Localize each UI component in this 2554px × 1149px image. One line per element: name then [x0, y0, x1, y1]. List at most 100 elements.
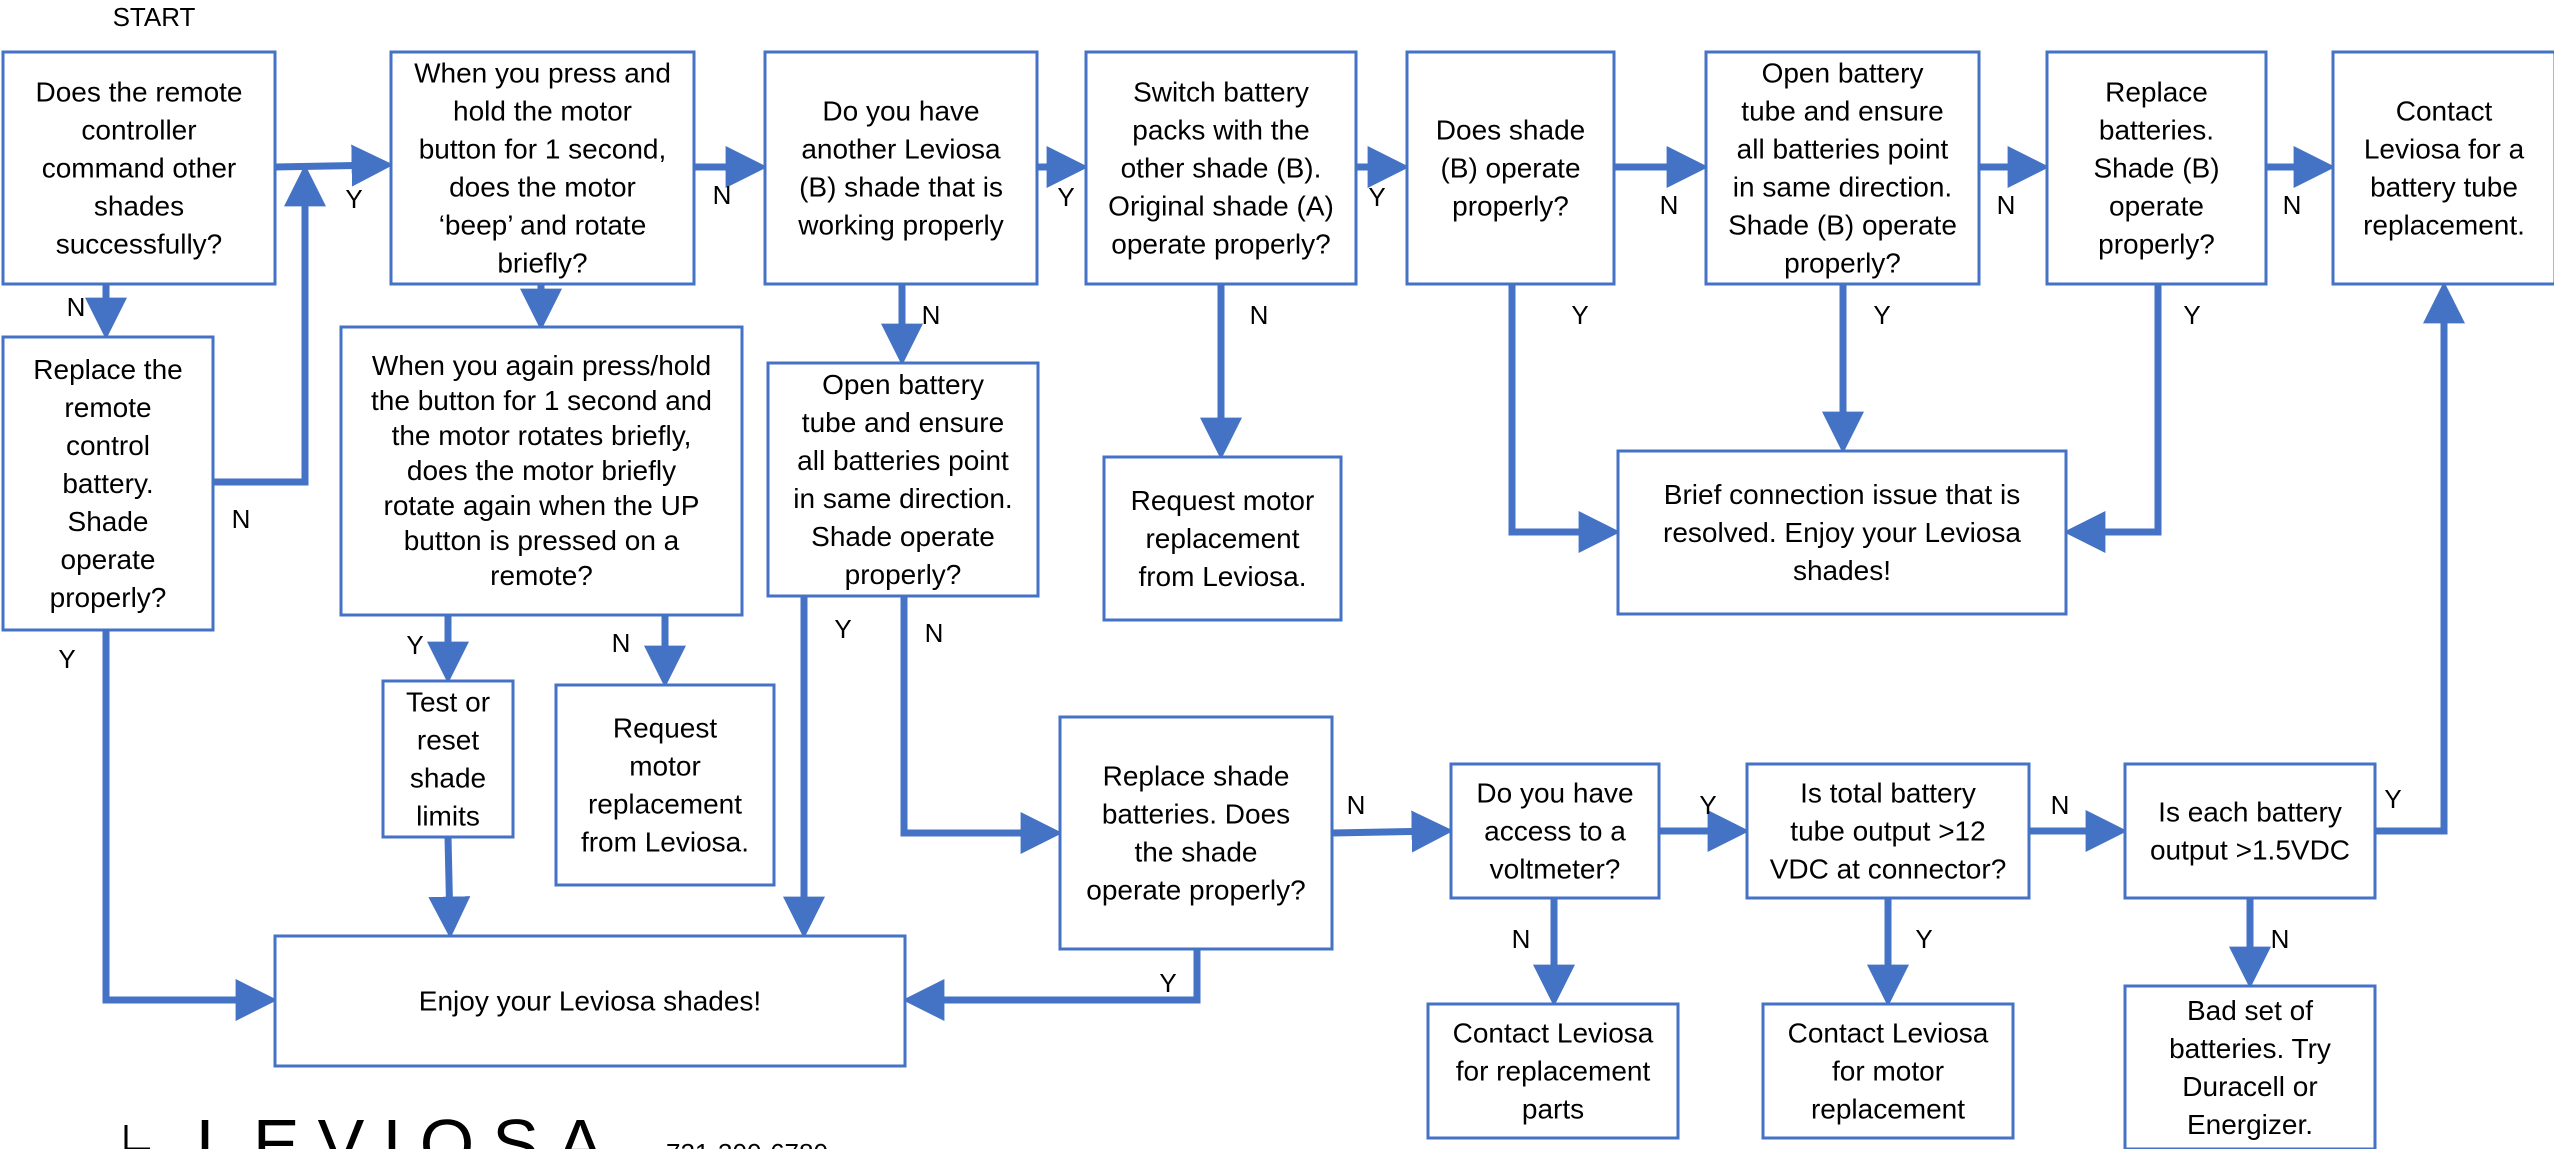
node-text-line: Brief connection issue that is: [1664, 479, 2020, 510]
node-text-line: all batteries point: [1737, 134, 1949, 165]
edge-label-no: N: [1660, 190, 1679, 220]
node-text-line: Replace: [2105, 77, 2208, 108]
node-text-line: Is total battery: [1800, 778, 1976, 809]
edge-label-no: N: [232, 504, 251, 534]
node-box: [1449, 762, 1661, 900]
node-text-line: battery tube: [2370, 172, 2518, 203]
node-box: [1058, 715, 1334, 951]
node-text-line: the button for 1 second and: [371, 385, 712, 416]
node-text-line: button for 1 second,: [419, 134, 667, 165]
edge-label-no: N: [713, 180, 732, 210]
node-box: [2123, 762, 2377, 900]
node-text-line: Open battery: [822, 369, 984, 400]
node-text-line: in same direction.: [1733, 172, 1952, 203]
node-text-line: access to a: [1484, 816, 1626, 847]
node-text-line: shade: [410, 763, 486, 794]
node-text-line: Test or: [406, 687, 490, 718]
node-text-line: Do you have: [822, 96, 979, 127]
node-box: [1084, 50, 1358, 286]
connector-arrow: [902, 949, 1201, 1021]
node-text-line: When you again press/hold: [372, 350, 711, 381]
node-text-line: tube and ensure: [802, 407, 1004, 438]
node-text-line: properly?: [1452, 191, 1569, 222]
node-brief-conn: Brief connection issue that is resolved. …: [1616, 449, 2068, 616]
node-text-line: Enjoy your Leviosa shades!: [419, 986, 761, 1017]
node-text-line: batteries.: [2099, 115, 2214, 146]
edge-label-yes: Y: [1699, 790, 1716, 820]
node-text-line: Leviosa for a: [2364, 134, 2525, 165]
node-text-line: Energizer.: [2187, 1109, 2313, 1140]
node-box: [2123, 984, 2377, 1149]
node-text-line: resolved. Enjoy your Leviosa: [1663, 517, 2021, 548]
node-text-line: operate: [61, 544, 156, 575]
node-text-line: VDC at connector?: [1770, 854, 2007, 885]
node-text-line: hold the motor: [453, 96, 632, 127]
edge-label-yes: Y: [58, 644, 75, 674]
node-text-line: ‘beep’ and rotate: [439, 210, 647, 241]
edge-label-no: N: [925, 618, 944, 648]
leviosa-logo: LEVIOSA 721-300-6780: [124, 1105, 828, 1149]
node-text-line: controller: [81, 115, 196, 146]
node-box: [1761, 1002, 2015, 1140]
node-box: [1102, 455, 1343, 622]
node-text-line: shades: [94, 191, 184, 222]
node-text-line: properly?: [845, 559, 962, 590]
node-text-line: properly?: [50, 582, 167, 613]
node-req-motor-1: Request motor replacement from Leviosa.: [554, 683, 776, 887]
node-text-line: operate: [2109, 191, 2204, 222]
node-box: [763, 50, 1039, 286]
node-text-line: Shade (B): [2093, 153, 2219, 184]
connector-arrow: [2375, 281, 2465, 835]
node-text-line: from Leviosa.: [1138, 561, 1306, 592]
node-text-line: control: [66, 430, 150, 461]
node-text-line: Shade: [68, 506, 149, 537]
node-text-line: Switch battery: [1133, 77, 1309, 108]
node-box: [381, 679, 515, 839]
node-text-line: Request: [613, 713, 718, 744]
node-text-line: Shade (B) operate: [1728, 210, 1957, 241]
node-text-line: the motor rotates briefly,: [392, 420, 692, 451]
node-text-line: Is each battery: [2158, 797, 2342, 828]
node-text-line: for replacement: [1456, 1056, 1651, 1087]
node-again-press: When you again press/hold the button for …: [339, 325, 744, 617]
node-text-line: remote?: [490, 560, 593, 591]
node-text-line: (B) operate: [1440, 153, 1580, 184]
node-box: [2331, 50, 2554, 286]
edge-label-yes: Y: [2384, 784, 2401, 814]
node-text-line: Duracell or: [2182, 1071, 2317, 1102]
node-text-line: tube output >12: [1790, 816, 1985, 847]
node-text-line: does the motor: [449, 172, 636, 203]
node-text-line: limits: [416, 801, 480, 832]
node-text-line: motor: [629, 751, 701, 782]
edge-label-no: N: [2271, 924, 2290, 954]
node-text-line: all batteries point: [797, 445, 1009, 476]
node-text-line: reset: [417, 725, 479, 756]
node-box: [339, 325, 744, 617]
edge-label-yes: Y: [1873, 300, 1890, 330]
edge-label-no: N: [2051, 790, 2070, 820]
node-text-line: replacement: [588, 789, 742, 820]
edge-label-yes: Y: [345, 184, 362, 214]
edge-label-yes: Y: [1915, 924, 1932, 954]
edge-label-no: N: [1512, 924, 1531, 954]
node-text-line: replacement: [1145, 523, 1299, 554]
node-text-line: parts: [1522, 1094, 1584, 1125]
node-open-tube-1: Open battery tube and ensure all batteries…: [766, 361, 1040, 598]
node-box: [389, 50, 696, 286]
node-text-line: for motor: [1832, 1056, 1944, 1087]
node-text-line: Does the remote: [36, 77, 243, 108]
node-text-line: from Leviosa.: [581, 827, 749, 858]
node-text-line: operate properly?: [1111, 229, 1330, 260]
node-text-line: remote: [64, 392, 151, 423]
